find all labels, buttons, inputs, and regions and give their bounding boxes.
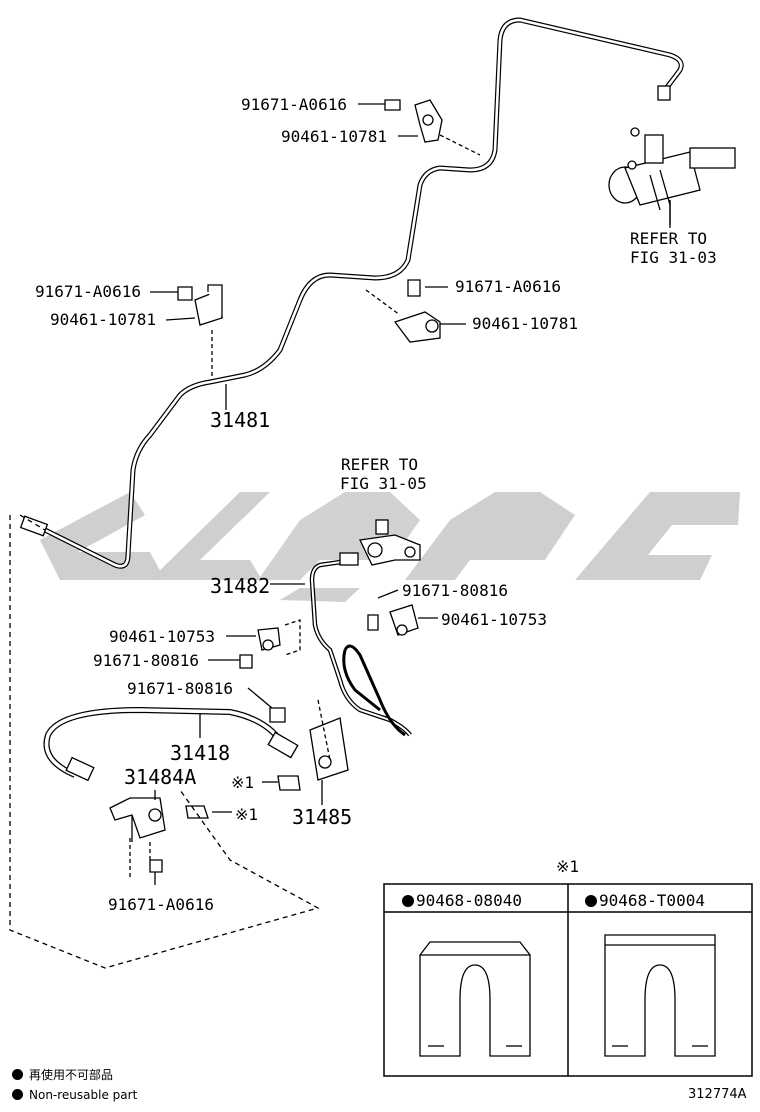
line-art — [9, 17, 736, 969]
note-1-mark-left: ※1 — [235, 805, 259, 824]
label-90461-10781-top: 90461-10781 — [281, 127, 387, 146]
label-90461-10753-left: 90461-10753 — [109, 627, 215, 646]
label-31485: 31485 — [292, 805, 353, 829]
label-90461-10781-left: 90461-10781 — [50, 310, 156, 329]
box-part-right: 90468-T0004 — [599, 891, 705, 910]
note-1-mark-right: ※1 — [231, 773, 255, 792]
bolt-top — [384, 99, 401, 111]
label-91671-a0616-top: 91671-A0616 — [241, 95, 347, 114]
non-reusable-dot-icon — [585, 895, 597, 907]
clip-90468-t0004 — [604, 934, 716, 1057]
junction-block — [359, 519, 421, 566]
master-cylinder — [608, 127, 736, 225]
clip-note1-right — [277, 775, 301, 791]
legend-line-japanese: 再使用不可部品 — [12, 1068, 113, 1082]
label-31482: 31482 — [210, 574, 271, 598]
label-31418: 31418 — [170, 741, 231, 765]
refer-fig-31-05-line1: REFER TO — [341, 455, 419, 474]
box-part-left: 90468-08040 — [416, 891, 522, 910]
refer-fig-31-05-line2: FIG 31-05 — [340, 474, 427, 493]
bracket-31485 — [309, 717, 349, 781]
watermark-logo — [40, 492, 740, 602]
figure-code: 312774A — [688, 1087, 747, 1102]
label-31481: 31481 — [210, 408, 271, 432]
refer-fig-31-03-line2: FIG 31-03 — [630, 248, 717, 267]
label-91671-a0616-mid: 91671-A0616 — [455, 277, 561, 296]
legend-dot-icon — [12, 1089, 23, 1100]
clamp-90461-10781-mid — [393, 311, 441, 343]
legend-line-english: Non-reusable part — [12, 1088, 137, 1102]
bracket-31484a — [109, 797, 166, 839]
clip-90468-08040 — [419, 941, 531, 1057]
label-90461-10753-right: 90461-10753 — [441, 610, 547, 629]
label-91671-80816-right: 91671-80816 — [402, 581, 508, 600]
label-31484a: 31484A — [124, 765, 197, 789]
note-1-box-mark: ※1 — [556, 857, 580, 876]
label-90461-10781-mid: 90461-10781 — [472, 314, 578, 333]
clip-note1-left — [185, 805, 209, 819]
box-header-right: 90468-T0004 — [585, 892, 705, 910]
legend-dot-icon — [12, 1069, 23, 1080]
refer-fig-31-03-line1: REFER TO — [630, 229, 708, 248]
label-91671-80816-left-2: 91671-80816 — [127, 679, 233, 698]
label-91671-80816-left: 91671-80816 — [93, 651, 199, 670]
box-header-left: 90468-08040 — [402, 892, 522, 910]
inset-box — [383, 883, 753, 1077]
label-91671-a0616-left: 91671-A0616 — [35, 282, 141, 301]
label-91671-a0616-bottom: 91671-A0616 — [108, 895, 214, 914]
non-reusable-dot-icon — [402, 895, 414, 907]
dashed-outline — [9, 515, 320, 969]
